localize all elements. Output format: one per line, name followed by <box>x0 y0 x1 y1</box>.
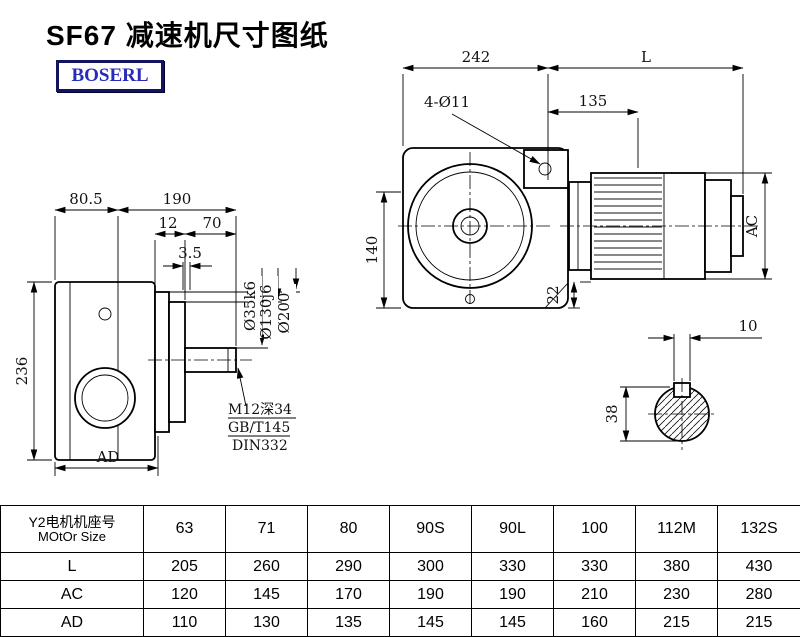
table-cell: 145 <box>471 608 554 637</box>
dim-140: 140 <box>363 236 381 265</box>
table-cell: 215 <box>635 608 718 637</box>
table-cell: 430 <box>717 552 800 582</box>
side-view <box>54 281 252 461</box>
boserl-logo: BOSERL <box>56 60 164 92</box>
table-row-AC: AC 120 145 170 190 190 210 230 280 <box>0 580 800 610</box>
row-label: L <box>0 552 144 582</box>
motor-fins <box>594 177 662 275</box>
dim-key-width: 10 <box>738 317 757 335</box>
table-cell: 330 <box>471 552 554 582</box>
table-cell: 215 <box>717 608 800 637</box>
table-cell: 160 <box>553 608 636 637</box>
dim-135: 135 <box>579 92 608 110</box>
table-cell: 110 <box>143 608 226 637</box>
table-row-AD: AD 110 130 135 145 145 160 215 215 <box>0 608 800 637</box>
side-view-dimensions: 80.5 190 12 70 3.5 236 AD <box>13 190 300 476</box>
front-view <box>398 147 569 309</box>
motor-size-header-en: MOtOr Size <box>38 529 106 545</box>
note-din-standard: DIN332 <box>232 438 288 454</box>
table-cell: 132S <box>717 504 800 554</box>
dim-190: 190 <box>163 190 192 208</box>
dim-shaft-dia: Ø35k6 <box>241 281 259 331</box>
page-title: SF67 减速机尺寸图纸 <box>46 20 329 51</box>
table-cell: 120 <box>143 580 226 610</box>
dim-bolt-pattern: 4-Ø11 <box>424 93 470 111</box>
dim-12: 12 <box>158 214 177 232</box>
table-cell: 190 <box>389 580 472 610</box>
note-tapped-hole: M12深34 <box>228 402 292 418</box>
table-cell: 260 <box>225 552 308 582</box>
table-cell: 380 <box>635 552 718 582</box>
bolt-hole <box>538 162 552 176</box>
front-view-dimensions: 140 22 AC <box>363 172 772 309</box>
shaft-detail-view: 10 38 <box>603 317 762 450</box>
dim-3-5: 3.5 <box>178 244 202 262</box>
dim-L: L <box>641 48 651 66</box>
dim-70: 70 <box>202 214 221 232</box>
table-cell: 145 <box>389 608 472 637</box>
dim-spigot-dia: Ø130j6 <box>257 284 275 339</box>
table-cell: 145 <box>225 580 308 610</box>
technical-drawing: 242 L 4-Ø11 135 140 22 AC <box>13 48 772 476</box>
table-cell: 135 <box>307 608 390 637</box>
motor-dimension-table: Y2电机机座号 MOtOr Size 63 71 80 90S 90L 100 … <box>0 504 800 637</box>
table-cell: 170 <box>307 580 390 610</box>
row-label: AC <box>0 580 144 610</box>
table-cell: 330 <box>553 552 636 582</box>
table-cell: 90L <box>471 504 554 554</box>
table-cell: 100 <box>553 504 636 554</box>
dim-22: 22 <box>544 285 562 304</box>
table-cell: 300 <box>389 552 472 582</box>
table-row-L: L 205 260 290 300 330 330 380 430 <box>0 552 800 582</box>
top-dimensions: 242 L 4-Ø11 135 <box>402 48 744 194</box>
table-cell: 90S <box>389 504 472 554</box>
table-cell: 210 <box>553 580 636 610</box>
table-row-sizes: Y2电机机座号 MOtOr Size 63 71 80 90S 90L 100 … <box>0 504 800 554</box>
table-cell: 190 <box>471 580 554 610</box>
table-cell: 63 <box>143 504 226 554</box>
motor-size-header-cn: Y2电机机座号 <box>28 513 116 530</box>
note-gb-standard: GB/T145 <box>228 420 290 436</box>
table-cell: 205 <box>143 552 226 582</box>
dim-AD: AD <box>96 448 120 466</box>
dim-flange-dia: Ø200 <box>275 293 293 334</box>
dim-242: 242 <box>462 48 491 66</box>
dim-AC: AC <box>743 215 761 238</box>
dim-shaft-height: 38 <box>603 404 621 423</box>
table-cell: 290 <box>307 552 390 582</box>
motor-size-header: Y2电机机座号 MOtOr Size <box>0 504 144 554</box>
table-cell: 280 <box>717 580 800 610</box>
table-cell: 230 <box>635 580 718 610</box>
motor-view <box>560 172 758 280</box>
table-cell: 112M <box>635 504 718 554</box>
table-cell: 71 <box>225 504 308 554</box>
dim-80-5: 80.5 <box>69 190 102 208</box>
table-cell: 130 <box>225 608 308 637</box>
dim-236: 236 <box>13 357 31 386</box>
table-cell: 80 <box>307 504 390 554</box>
row-label: AD <box>0 608 144 637</box>
